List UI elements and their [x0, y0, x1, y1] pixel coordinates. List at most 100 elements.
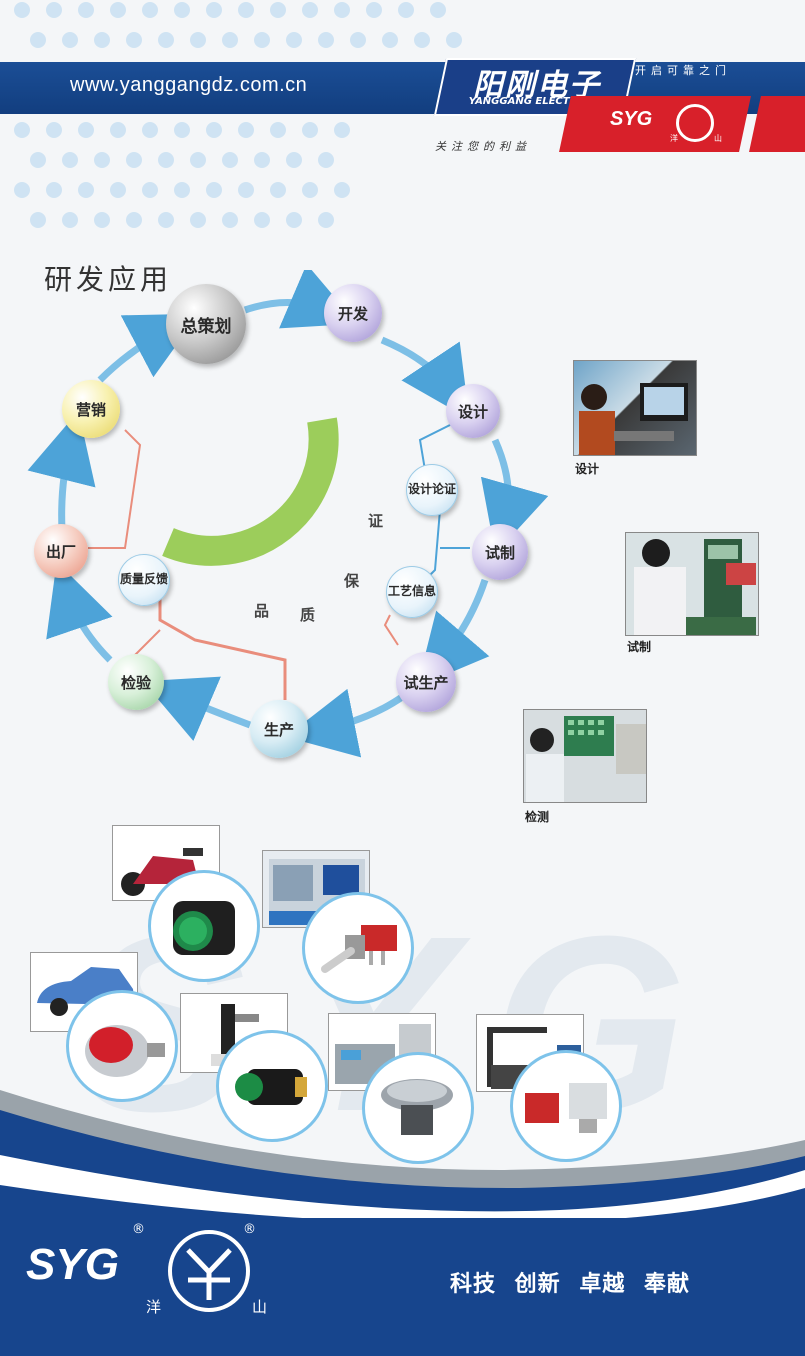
node-process-info: 工艺信息 — [386, 566, 438, 618]
footer-band — [0, 1218, 805, 1356]
decorative-dot — [14, 122, 30, 138]
decorative-dot — [334, 182, 350, 198]
cycle-diagram — [27, 270, 549, 758]
decorative-dot — [398, 2, 414, 18]
website-url[interactable]: www.yanggangdz.com.cn — [70, 74, 308, 96]
decorative-dot — [62, 32, 78, 48]
arrow-design-trial — [480, 438, 549, 554]
arrow-trial-trialprod — [417, 578, 490, 687]
registered-mark-2: ® — [243, 1222, 256, 1237]
yangshan-emblem-icon — [676, 104, 714, 142]
decorative-dot — [46, 2, 62, 18]
decorative-dot — [270, 2, 286, 18]
rocker-switch-product — [510, 1050, 622, 1162]
red-pushbutton-product — [66, 990, 178, 1102]
quality-arc-char-3: 保 — [344, 572, 360, 590]
decorative-dot — [126, 212, 142, 228]
node-shipment: 出厂 — [34, 524, 88, 578]
decorative-dot — [94, 152, 110, 168]
decorative-dot — [414, 32, 430, 48]
decorative-dot — [286, 32, 302, 48]
decorative-dot — [254, 32, 270, 48]
registered-mark-1: ® — [132, 1222, 145, 1237]
decorative-dot — [30, 32, 46, 48]
decorative-dot — [78, 122, 94, 138]
arrow-inspect-ship — [46, 561, 113, 663]
decorative-dot — [62, 212, 78, 228]
decorative-dot — [14, 182, 30, 198]
green-indicator-product — [216, 1030, 328, 1142]
testing-photo-caption: 检测 — [525, 810, 550, 824]
decorative-dot — [190, 32, 206, 48]
decorative-dot — [286, 212, 302, 228]
decorative-dot — [318, 152, 334, 168]
footer-motto: 科技 创新 卓越 奉献 — [450, 1272, 690, 1297]
decorative-dot — [350, 32, 366, 48]
decorative-dot — [174, 122, 190, 138]
decorative-dot — [366, 2, 382, 18]
decorative-dot — [158, 212, 174, 228]
slogan-open: 开启可靠之门 — [635, 64, 731, 77]
design-photo — [573, 360, 697, 456]
decorative-dot — [190, 212, 206, 228]
decorative-dot — [270, 182, 286, 198]
emblem-char-left: 洋 — [670, 134, 678, 143]
node-master-plan: 总策划 — [166, 284, 246, 364]
decorative-dot — [190, 152, 206, 168]
design-photo-caption: 设计 — [575, 462, 600, 476]
decorative-dot — [222, 212, 238, 228]
node-design-review: 设计论证 — [406, 464, 458, 516]
decorative-dot — [158, 152, 174, 168]
decorative-dot — [94, 32, 110, 48]
node-production: 生产 — [250, 700, 308, 758]
node-trial: 试制 — [472, 524, 528, 580]
arrow-plan-develop — [243, 270, 358, 329]
node-trial-production: 试生产 — [396, 652, 456, 712]
decorative-dot — [110, 2, 126, 18]
decorative-dot — [334, 122, 350, 138]
quality-arc-char-2: 质 — [300, 606, 316, 624]
decorative-dot — [270, 122, 286, 138]
decorative-dot — [14, 2, 30, 18]
decorative-dot — [206, 122, 222, 138]
decorative-dot — [222, 32, 238, 48]
footer-emblem-char-right: 山 — [252, 1298, 268, 1316]
decorative-dot — [94, 212, 110, 228]
decorative-dot — [334, 2, 350, 18]
decorative-dot — [302, 2, 318, 18]
node-marketing: 营销 — [62, 380, 120, 438]
decorative-dot — [238, 182, 254, 198]
decorative-dot — [302, 182, 318, 198]
red-band — [559, 96, 751, 152]
arrow-develop-design — [380, 336, 470, 420]
decorative-dot — [382, 32, 398, 48]
section-title: 研发应用 — [44, 263, 173, 296]
node-develop: 开发 — [324, 284, 382, 342]
decorative-dot — [206, 2, 222, 18]
decorative-dot — [142, 182, 158, 198]
syg-logo-small: SYG — [610, 108, 653, 130]
decorative-dot — [46, 122, 62, 138]
slogan-care: 关注您的利益 — [435, 140, 531, 153]
quality-arc-char-1: 品 — [254, 602, 270, 620]
decorative-dot — [46, 182, 62, 198]
footer-syg-logo: SYG — [26, 1240, 119, 1289]
decorative-dot — [78, 182, 94, 198]
decorative-dot — [158, 32, 174, 48]
decorative-dot — [142, 2, 158, 18]
testing-photo — [523, 709, 647, 803]
decorative-dot — [254, 212, 270, 228]
trial-photo — [625, 532, 759, 636]
green-pushbutton-product — [148, 870, 260, 982]
decorative-dot — [222, 152, 238, 168]
decorative-dot — [174, 182, 190, 198]
decorative-dot — [126, 152, 142, 168]
decorative-dot — [142, 122, 158, 138]
node-quality-feedback: 质量反馈 — [118, 554, 170, 606]
footer-emblem-char-left: 洋 — [146, 1298, 162, 1316]
decorative-dot — [62, 152, 78, 168]
decorative-dot — [318, 32, 334, 48]
decorative-dot — [238, 2, 254, 18]
arrow-trialprod-prod — [285, 688, 408, 758]
decorative-dot — [254, 152, 270, 168]
